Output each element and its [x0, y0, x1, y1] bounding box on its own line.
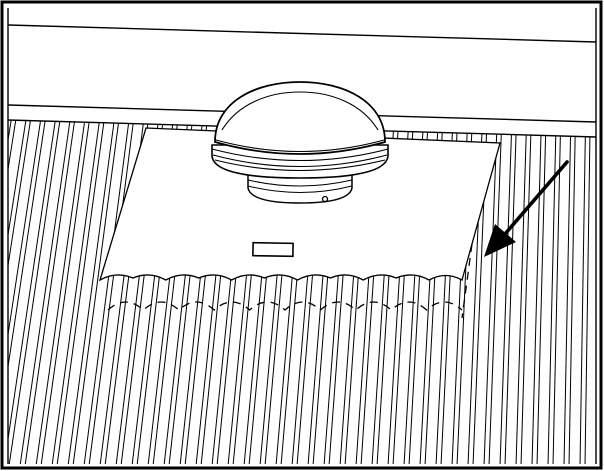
dome-antenna: [211, 81, 389, 179]
label-plate: [252, 241, 294, 258]
mounting-sheet: [98, 127, 501, 282]
arrow-down-left-icon: [484, 160, 569, 257]
antenna-base: [247, 169, 353, 204]
mounting-sheet-hidden-edge: [107, 243, 473, 319]
screw-icon: [321, 195, 329, 203]
